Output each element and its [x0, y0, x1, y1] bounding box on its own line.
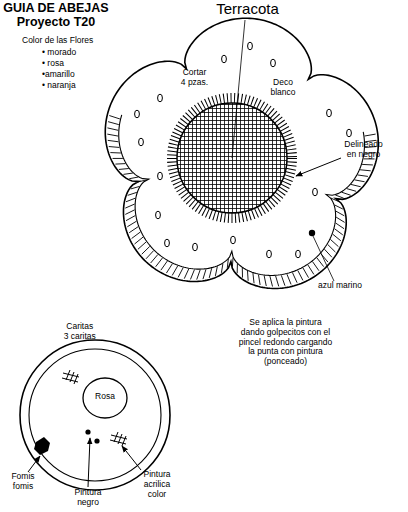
- node-text: Caritas 3 caritas: [63, 322, 97, 342]
- deco-dot: [193, 243, 198, 251]
- deco-dot: [139, 138, 144, 146]
- paint-mark: [110, 432, 127, 446]
- eye-dot: [94, 438, 99, 443]
- leader-arrow: [88, 438, 90, 487]
- deco-dot: [222, 55, 227, 63]
- deco-dot: [248, 42, 253, 50]
- callout-note: Pintura negro: [68, 488, 108, 508]
- deco-dot: [327, 109, 332, 117]
- node-outline: [20, 318, 170, 490]
- deco-dot: [313, 188, 318, 196]
- callout-note: Pintura acrilica color: [136, 470, 178, 499]
- flower-pattern: Cortar 4 pzas. Deco blanco: [100, 12, 390, 304]
- leader-line: [313, 236, 334, 281]
- node-outline: [100, 12, 390, 304]
- instruction-note: Se aplica la pintura dando golpecitos co…: [238, 318, 333, 367]
- deco-dot: [135, 110, 140, 118]
- navy-dot: [309, 230, 315, 236]
- color-label: Terracota: [200, 0, 295, 17]
- leader-line: [232, 20, 245, 158]
- callout-note: azul marino: [318, 281, 388, 291]
- deco-dot: [267, 250, 272, 258]
- eye-dot: [85, 429, 90, 434]
- list-item: • naranja: [42, 81, 102, 91]
- deco-dot: [296, 250, 301, 258]
- paint-mark: [62, 370, 79, 384]
- leader-arrow: [122, 446, 141, 470]
- face-circle: Caritas 3 caritasRosa: [20, 318, 170, 490]
- list-item: • morado: [42, 48, 102, 58]
- deco-dot: [158, 94, 163, 102]
- node-text: Cortar 4 pzas.: [180, 68, 209, 88]
- node-text: Rosa: [83, 392, 127, 402]
- list-heading: Color de las Flores: [22, 36, 117, 46]
- callout-note: Fomis fomis: [8, 472, 38, 492]
- nose-outline: [83, 378, 127, 418]
- node-text: Deco blanco: [268, 78, 298, 98]
- deco-dot: [231, 236, 236, 244]
- deco-dot: [158, 172, 163, 180]
- stitch-band: [107, 116, 376, 287]
- face-outline: [20, 340, 170, 490]
- deco-dot: [165, 239, 170, 247]
- deco-dot: [156, 211, 161, 219]
- deco-dot: [347, 129, 352, 137]
- inner-outline: [119, 115, 365, 275]
- title: GUIA DE ABEJAS Proyecto T20: [0, 1, 112, 30]
- deco-dot: [271, 59, 276, 67]
- list-item: • rosa: [42, 59, 102, 69]
- nose-circle: Rosa: [83, 378, 127, 418]
- face-inner-line: [29, 349, 161, 481]
- flower-outline: [105, 18, 378, 288]
- leader-arrow: [296, 158, 341, 176]
- list-item: •amarillo: [42, 70, 102, 80]
